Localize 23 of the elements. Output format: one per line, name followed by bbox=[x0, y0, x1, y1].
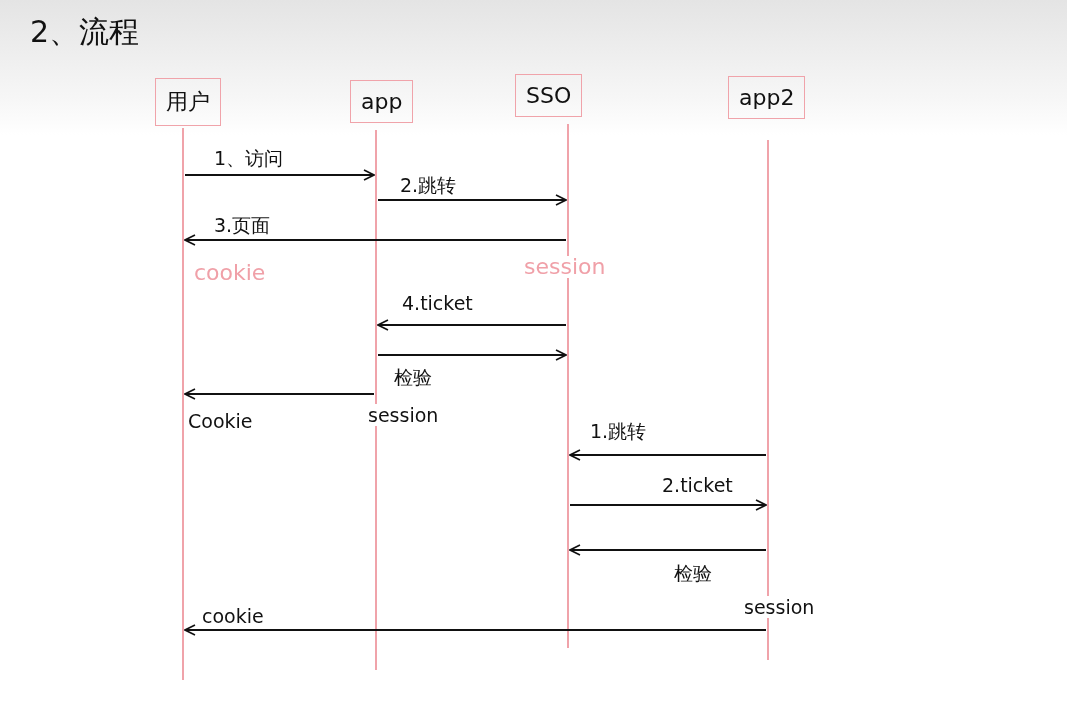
lifeline bbox=[567, 124, 569, 648]
edge-label: 检验 bbox=[672, 562, 714, 584]
arrow bbox=[569, 499, 767, 511]
lifeline bbox=[182, 128, 184, 680]
arrow bbox=[377, 349, 567, 361]
arrow bbox=[569, 449, 767, 461]
arrow bbox=[184, 169, 375, 181]
edge-label: 2.跳转 bbox=[398, 174, 459, 196]
edge-label: 检验 bbox=[392, 366, 434, 388]
title: 2、流程 bbox=[30, 13, 140, 51]
participant-box: SSO bbox=[515, 74, 583, 117]
arrow bbox=[184, 624, 767, 636]
participant-box: app bbox=[350, 80, 414, 123]
participant-box: app2 bbox=[728, 76, 806, 119]
arrow bbox=[569, 544, 767, 556]
edge-label: 3.页面 bbox=[212, 214, 273, 236]
arrow bbox=[377, 319, 567, 331]
participant-box: 用户 bbox=[155, 78, 221, 126]
arrow bbox=[184, 234, 567, 246]
lifeline bbox=[767, 140, 769, 660]
arrow bbox=[377, 194, 567, 206]
lifeline bbox=[375, 130, 377, 670]
arrow bbox=[184, 388, 375, 400]
